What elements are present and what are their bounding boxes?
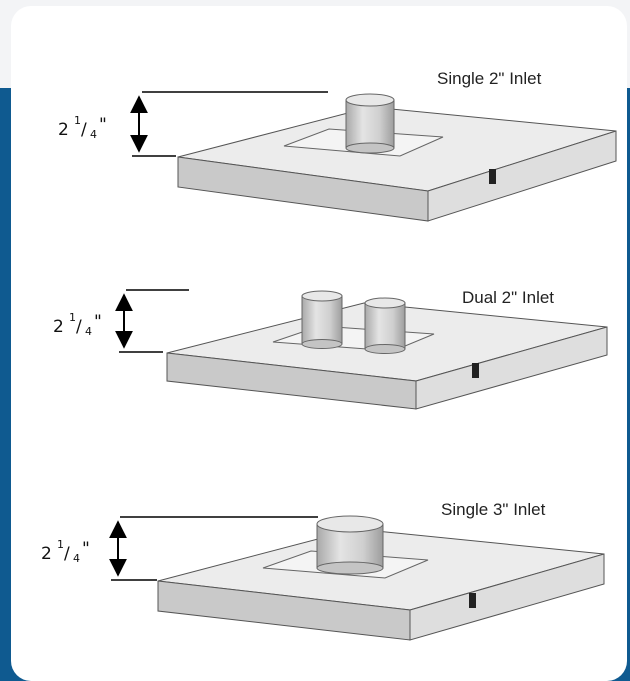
plate-side — [409, 553, 605, 641]
svg-text:2: 2 — [41, 544, 52, 564]
side-clip-icon — [472, 363, 479, 378]
svg-text:4: 4 — [73, 552, 80, 565]
svg-text:2: 2 — [58, 120, 69, 140]
svg-text:": " — [82, 539, 90, 559]
svg-text:/: / — [81, 120, 87, 140]
diagram-card: Single 2" Inlet 2 1 / 4 " Dual 2" Inlet — [11, 6, 627, 681]
side-clip-icon — [469, 593, 476, 608]
svg-text:4: 4 — [85, 325, 92, 338]
diagram-dual-2-inlet: Dual 2" Inlet 2 1 / 4 " — [53, 288, 608, 410]
dimension-label: 2 1 / 4 " — [58, 114, 107, 141]
inlet-pipe — [345, 93, 395, 154]
inlet-pipe — [316, 515, 384, 575]
svg-text:2: 2 — [53, 317, 64, 337]
dimension-label: 2 1 / 4 " — [53, 311, 102, 338]
inlet-pipe-right — [364, 297, 406, 354]
diagram-label: Dual 2" Inlet — [462, 288, 554, 307]
side-clip-icon — [489, 169, 496, 184]
svg-text:/: / — [64, 544, 70, 564]
svg-text:4: 4 — [90, 128, 97, 141]
plate-side — [415, 326, 608, 410]
diagram-single-3-inlet: Single 3" Inlet 2 1 / 4 " — [41, 500, 605, 641]
diagram-label: Single 3" Inlet — [441, 500, 546, 519]
plate-side — [427, 130, 617, 222]
diagram-single-2-inlet: Single 2" Inlet 2 1 / 4 " — [58, 69, 617, 222]
inlet-pipe-left — [301, 290, 343, 349]
dimension-label: 2 1 / 4 " — [41, 538, 90, 565]
svg-text:1: 1 — [74, 114, 81, 127]
svg-text:1: 1 — [57, 538, 64, 551]
svg-text:": " — [94, 312, 102, 332]
svg-text:/: / — [76, 317, 82, 337]
svg-text:1: 1 — [69, 311, 76, 324]
diagram-label: Single 2" Inlet — [437, 69, 542, 88]
inlet-diagrams: Single 2" Inlet 2 1 / 4 " Dual 2" Inlet — [41, 69, 617, 641]
svg-text:": " — [99, 115, 107, 135]
